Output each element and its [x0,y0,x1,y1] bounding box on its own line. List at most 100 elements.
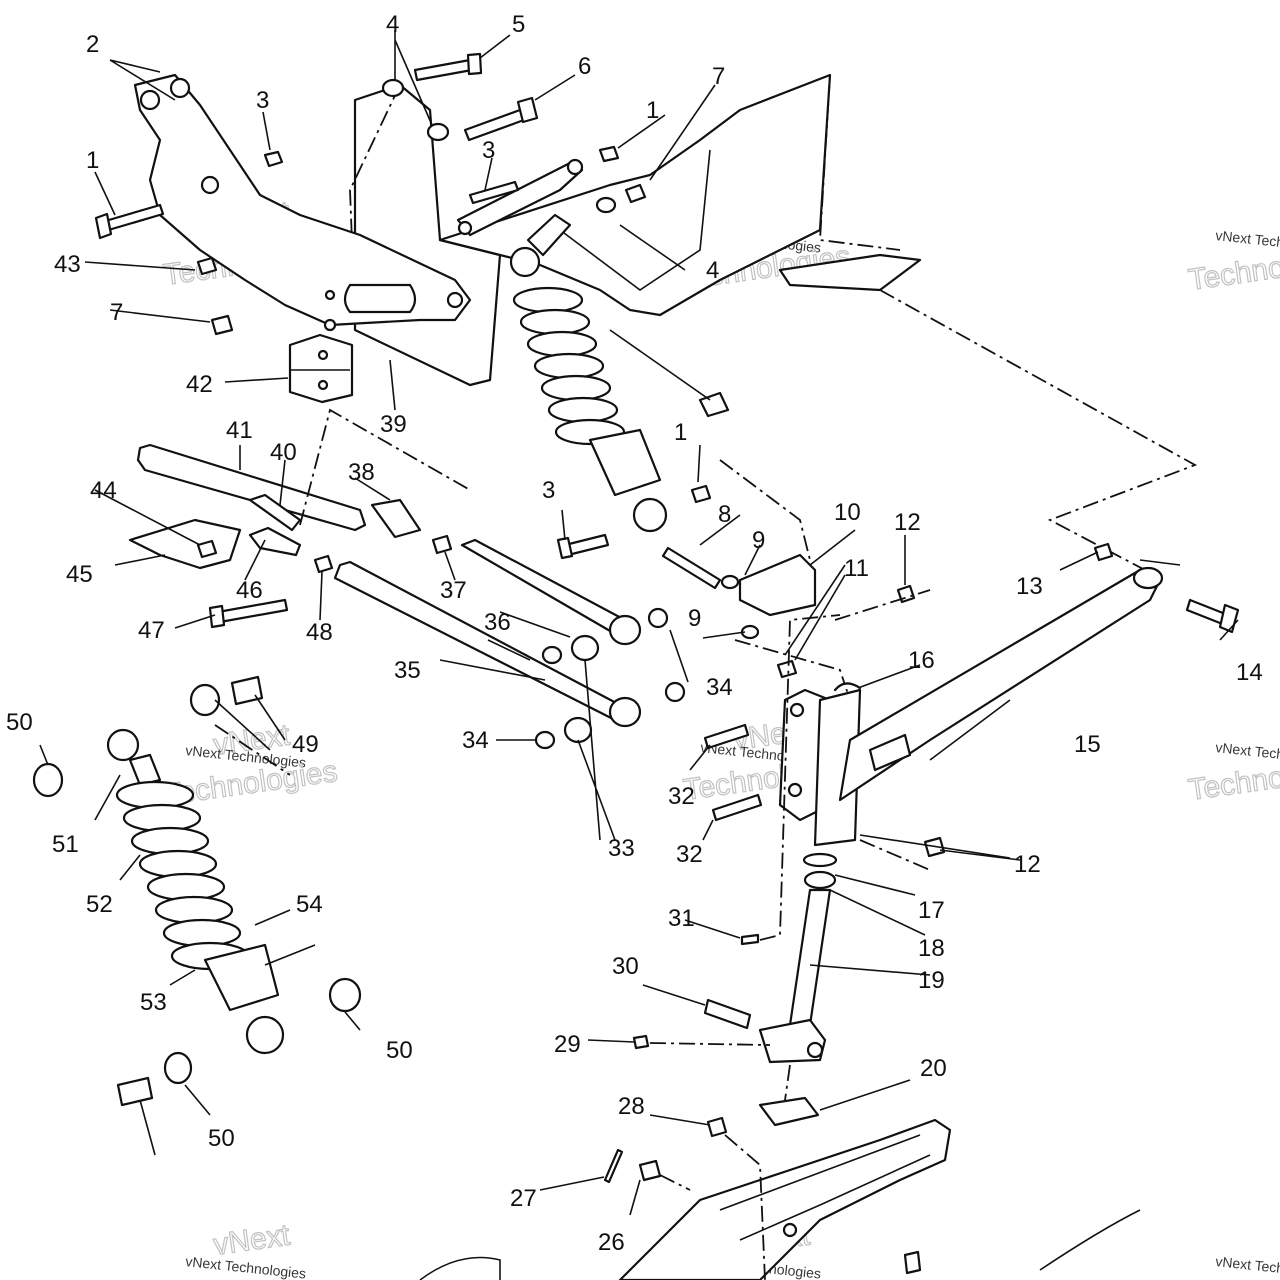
callout-51: 53 [140,989,167,1016]
spindle-phantom-2 [649,1042,771,1046]
callout-31-right: 34 [706,674,733,701]
callout-labels: 2 3 1 43 7 42 39 41 40 44 45 46 47 48 38… [6,11,1263,1256]
callout-12-lower: 12 [1014,851,1041,878]
arm-15-slot [868,733,912,772]
top-hardware [94,52,647,336]
link-hole-1 [566,158,584,176]
nut-1-lower [690,484,712,504]
callout-8: 8 [718,501,731,528]
callout-34: 36 [484,609,511,636]
watermark-text-3: vNext Technologies [1215,227,1280,256]
callout-39: 41 [226,417,253,444]
link-hole-2 [457,220,473,236]
plate-hole-1 [139,89,161,111]
spindle-assembly [632,542,1240,1064]
callout-1-top: 1 [646,97,659,124]
leader-lines [39,30,1239,1216]
nut-35 [431,534,453,555]
callout-1-left: 1 [86,147,99,174]
nut-1-top [598,145,620,163]
upper-shock-lower-eye [632,497,668,533]
cotter-pin-25 [603,1148,624,1184]
washer-17 [802,852,838,868]
bolt-3-lower-head [556,536,574,560]
ski-left-edge [419,1256,501,1280]
callout-3-top: 3 [256,87,269,114]
callout-33: 35 [394,657,421,684]
callout-30-upper: 32 [668,783,695,810]
bolt-3-mid [468,180,520,205]
bushing-18 [803,870,837,890]
callout-12-upper: 12 [894,509,921,536]
callout-36: 38 [348,459,375,486]
frame-inner-edge [559,149,711,291]
callout-35: 37 [440,577,467,604]
lower-shock-body [203,943,280,1012]
nut-7-left [210,314,234,336]
spindle-sleeve [813,688,862,847]
ski-hole [782,1222,798,1238]
support-bracket [133,73,472,332]
chassis-frame [349,73,1198,571]
bolt-5-head [466,52,483,76]
ski-phantom-1 [724,1134,766,1280]
ski-rib-2 [739,1154,931,1241]
bushing-48-right [328,977,362,1013]
callout-30-lower: 32 [676,841,703,868]
callout-48-bottom: 50 [208,1125,235,1152]
callout-29: 31 [668,905,695,932]
frame-phantom-1 [819,74,901,251]
bolt-5 [413,58,474,82]
spindle-phantom-1 [759,614,841,941]
spindle-base-hole [806,1041,824,1059]
link-arm-39 [136,443,367,532]
callout-44: 46 [236,577,263,604]
callout-25: 27 [510,1185,537,1212]
lower-shock-eye [106,728,140,762]
nut-24 [638,1159,662,1182]
block-body [288,333,354,404]
callout-52: 54 [296,891,323,918]
callout-37: 39 [380,411,407,438]
ski-rib-1 [719,1134,921,1211]
washer-4-upper [381,78,405,98]
fitting-27 [632,1034,650,1050]
callout-15: 15 [1074,731,1101,758]
callout-46: 48 [306,619,333,646]
callout-32: 33 [608,835,635,862]
callout-3-mid: 3 [482,137,495,164]
sleeve-54 [116,1076,154,1107]
callout-45: 47 [138,617,165,644]
callout-20: 20 [920,1055,947,1082]
lower-shock-rod [128,753,162,787]
callout-13: 13 [1016,573,1043,600]
spindle-cap-16 [833,682,862,692]
nut-11 [776,659,798,679]
link-38 [248,493,302,532]
upper-shock-absorber [509,213,730,533]
upper-shock-coils [512,286,626,446]
plate-hole-4 [446,291,464,309]
bushing-33-end [608,696,642,728]
ski-bolt [903,1250,922,1275]
callout-24: 26 [598,1229,625,1256]
callout-28: 30 [612,953,639,980]
nut-31-lower [534,730,556,750]
callout-47: 49 [292,731,319,758]
callout-31-left: 34 [462,727,489,754]
callout-50: 52 [86,891,113,918]
spindle-hole-lower [787,782,803,798]
upper-shock-cable [609,329,711,401]
watermark-big-7: vNext [211,1218,292,1261]
callout-41: 43 [54,251,81,278]
spindle-shaft-19 [788,888,832,1027]
watermark-tech-3: Technologies [1186,240,1280,297]
callout-14: 14 [1236,659,1263,686]
ski-saddle-20 [758,1096,820,1127]
block-hole-2 [317,379,329,391]
ski-assembly [419,1064,1141,1280]
nut-13 [1093,542,1114,562]
rubber-block [288,333,354,404]
plate-hole-3 [200,175,220,195]
bolt-30-upper [703,723,750,750]
